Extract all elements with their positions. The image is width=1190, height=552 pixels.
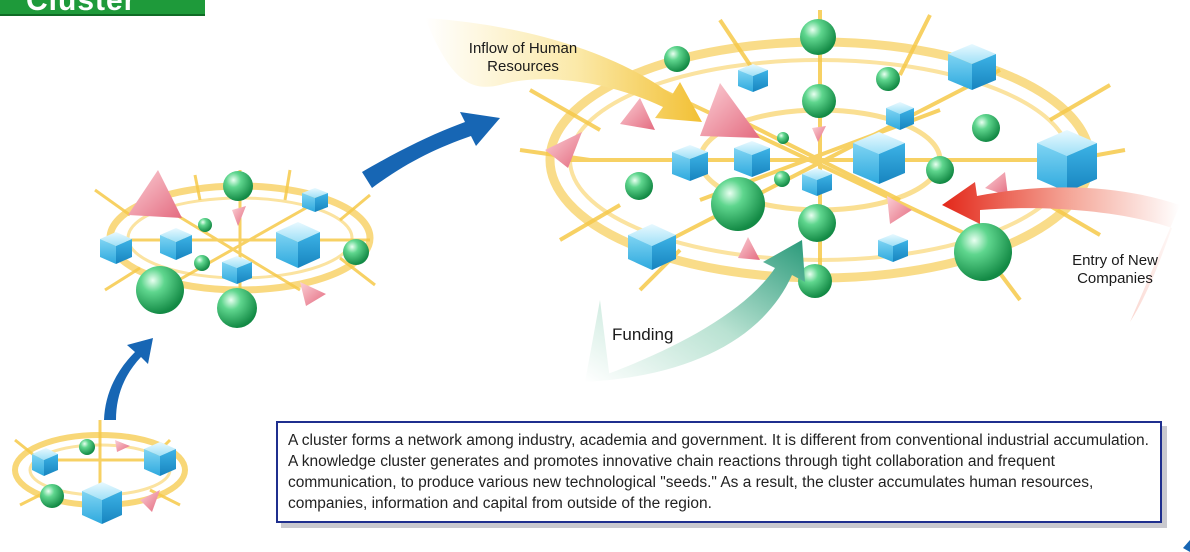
large-cube-1 [738, 64, 768, 92]
small-sphere-2 [40, 484, 64, 508]
small-pyramid-2 [140, 490, 160, 512]
corner-mark [1183, 540, 1190, 552]
large-sphere-7 [625, 172, 653, 200]
medium-sphere-6 [217, 288, 257, 328]
large-pyramid-7 [985, 172, 1008, 196]
large-cube-7 [1037, 130, 1097, 192]
large-pyramid-1 [700, 83, 760, 138]
small-network [12, 420, 188, 524]
growth-arrow-2 [362, 112, 500, 188]
medium-pyramid-3 [300, 282, 326, 306]
large-sphere-6 [777, 132, 789, 144]
small-cube-2 [144, 442, 176, 476]
large-cube-6 [853, 132, 905, 184]
large-cube-5 [734, 141, 770, 177]
large-sphere-4 [802, 84, 836, 118]
large-cube-3 [886, 102, 914, 130]
large-sphere-13 [798, 264, 832, 298]
inflow-label: Inflow of Human Resources [468, 40, 578, 75]
large-sphere-11 [798, 204, 836, 242]
small-pyramid-1 [115, 440, 130, 452]
entry-label: Entry of New Companies [1072, 252, 1158, 287]
medium-cube-5 [302, 188, 328, 212]
medium-sphere-2 [198, 218, 212, 232]
large-cube-10 [878, 234, 908, 262]
description-box: A cluster forms a network among industry… [276, 421, 1162, 523]
large-network [519, 10, 1126, 302]
medium-cube-3 [222, 256, 252, 284]
small-sphere-1 [79, 439, 95, 455]
large-pyramid-6 [738, 237, 760, 260]
large-pyramid-2 [620, 98, 655, 130]
small-cube-3 [82, 482, 122, 524]
medium-cube-4 [276, 222, 320, 268]
large-cube-4 [672, 145, 708, 181]
large-cube-8 [802, 168, 832, 196]
page-title: Cluster [26, 0, 136, 14]
inflow-arrow [425, 18, 702, 122]
medium-pyramid-2 [232, 206, 246, 226]
large-cube-2 [948, 44, 996, 90]
large-pyramid-3 [545, 132, 582, 168]
large-sphere-8 [774, 171, 790, 187]
title-badge: Cluster [0, 0, 205, 16]
large-sphere-9 [926, 156, 954, 184]
medium-sphere-5 [136, 266, 184, 314]
large-sphere-10 [711, 177, 765, 231]
small-cube-1 [32, 448, 58, 476]
medium-sphere-4 [343, 239, 369, 265]
medium-cube-2 [160, 228, 192, 260]
large-sphere-2 [664, 46, 690, 72]
large-sphere-12 [954, 223, 1012, 281]
entry-arrow [942, 182, 1180, 322]
large-sphere-3 [876, 67, 900, 91]
medium-cube-1 [100, 232, 132, 264]
large-pyramid-4 [812, 126, 826, 142]
growth-arrow-1 [104, 338, 153, 420]
large-sphere-1 [800, 19, 836, 55]
medium-network [94, 169, 376, 328]
funding-label: Funding [612, 325, 674, 344]
funding-arrow [585, 240, 805, 382]
medium-pyramid-1 [128, 170, 182, 218]
large-cube-9 [628, 224, 676, 270]
medium-sphere-3 [194, 255, 210, 271]
large-pyramid-5 [887, 196, 912, 224]
medium-sphere-1 [223, 171, 253, 201]
large-sphere-5 [972, 114, 1000, 142]
